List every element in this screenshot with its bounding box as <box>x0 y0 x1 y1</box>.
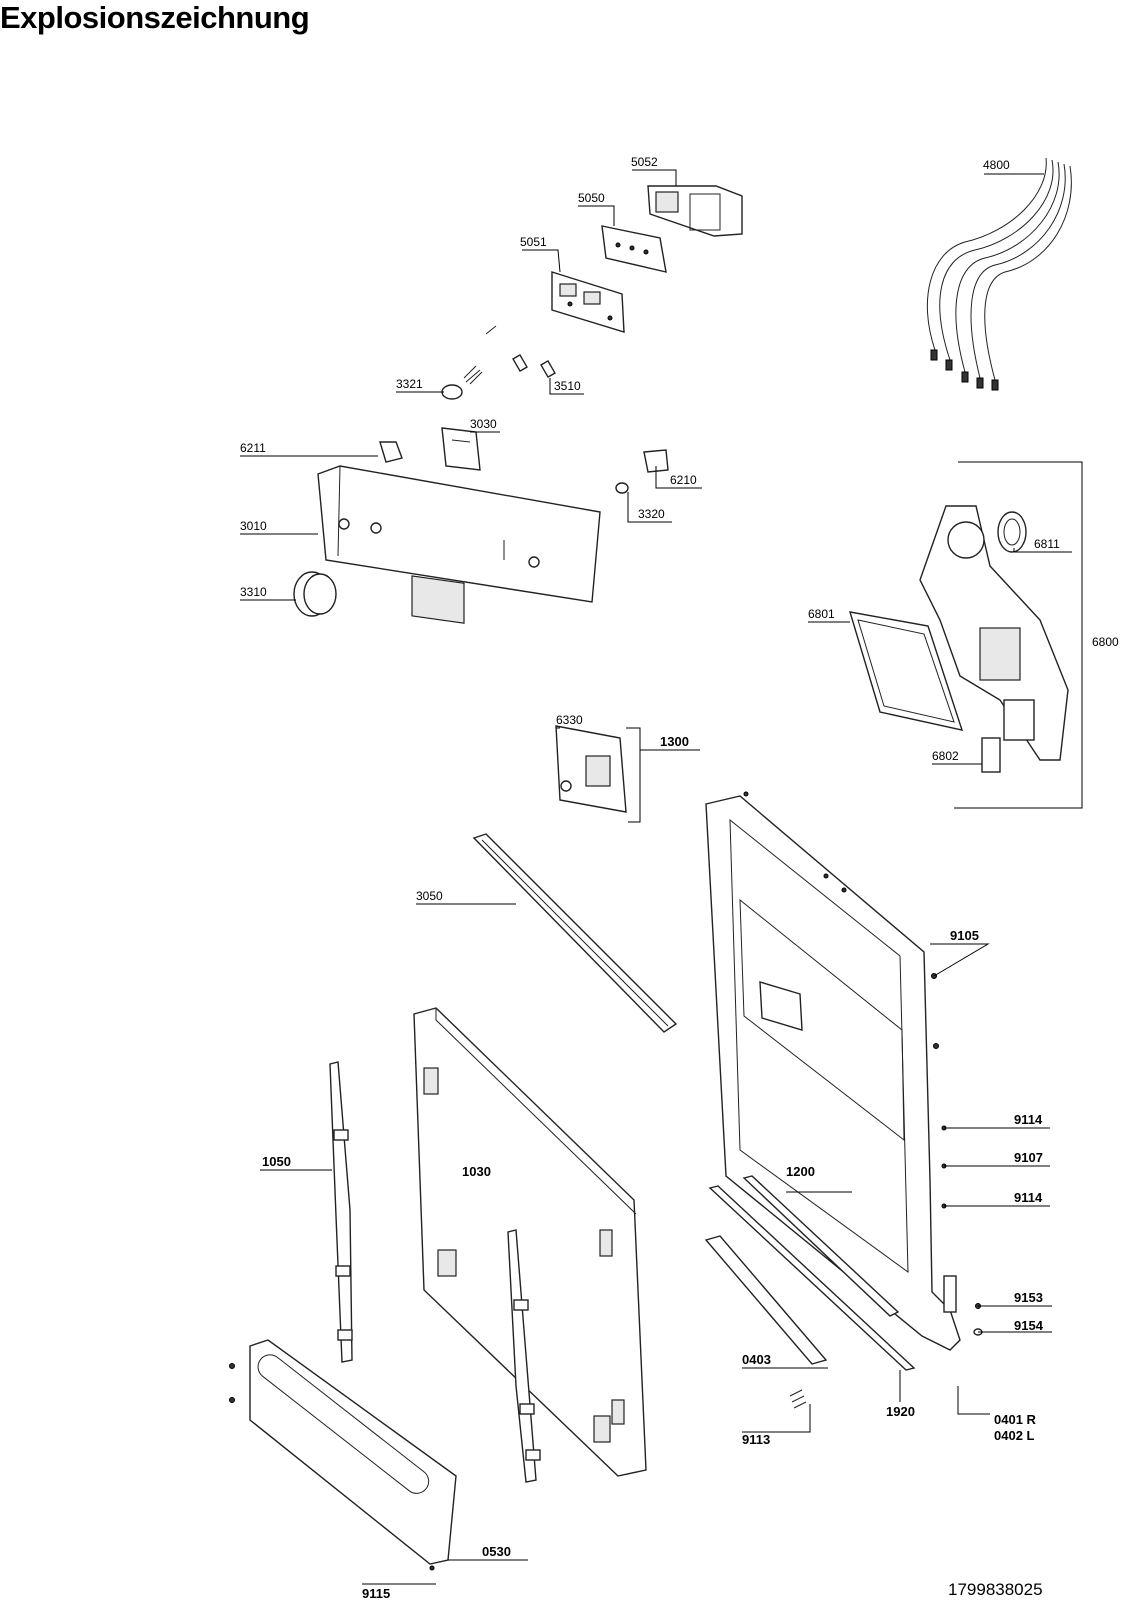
part-dispenser-actuator <box>981 737 1001 773</box>
callout-0403: 0403 <box>742 1352 771 1367</box>
leader-lines <box>240 169 1072 1585</box>
callout-6800: 6800 <box>1092 635 1119 649</box>
callout-3320: 3320 <box>638 507 665 521</box>
part-button-pins <box>512 353 556 379</box>
part-hinge-bar-right <box>507 1229 541 1483</box>
callout-5051: 5051 <box>520 235 547 249</box>
callout-9154: 9154 <box>1014 1318 1044 1333</box>
callout-0530: 0530 <box>482 1544 511 1559</box>
part-electronics-housing <box>647 185 743 237</box>
callout-6211: 6211 <box>240 441 266 455</box>
callout-3010: 3010 <box>240 519 267 533</box>
callout-6210: 6210 <box>670 473 697 487</box>
callout-4800: 4800 <box>983 158 1010 172</box>
part-switch-right <box>643 449 669 473</box>
callout-6811: 6811 <box>1034 537 1060 551</box>
screw-set-handle <box>229 1363 807 1571</box>
callout-0402-l: 0402 L <box>994 1428 1035 1443</box>
part-switch-left <box>379 441 403 463</box>
part-control-board-front <box>601 225 667 273</box>
part-regeneration-module <box>555 725 627 813</box>
callout-9105: 9105 <box>950 928 979 943</box>
part-door-handle <box>249 1339 457 1565</box>
callout-3510: 3510 <box>554 379 581 393</box>
callout-3050: 3050 <box>416 889 443 903</box>
callout-9107: 9107 <box>1014 1150 1043 1165</box>
part-door-strip-seal <box>708 1175 916 1371</box>
callout-1050: 1050 <box>262 1154 291 1169</box>
part-dispenser-body <box>919 505 1069 761</box>
callout-9115: 9115 <box>362 1586 390 1601</box>
part-door-rail <box>472 833 678 1033</box>
part-wire-harness <box>926 157 1072 391</box>
callout-5050: 5050 <box>578 191 605 205</box>
callout-9114-lower: 9114 <box>1014 1190 1043 1205</box>
callout-6330: 6330 <box>556 713 583 727</box>
callout-3321: 3321 <box>396 377 423 391</box>
part-lower-strip <box>704 1235 828 1365</box>
callout-0401-r: 0401 R <box>994 1412 1037 1427</box>
callout-1030: 1030 <box>462 1164 491 1179</box>
callout-3030: 3030 <box>470 417 497 431</box>
part-rotary-knob <box>293 571 337 617</box>
document-number: 1799838025 <box>948 1580 1043 1599</box>
part-control-panel <box>317 465 601 624</box>
diagram-title: Explosionszeichnung <box>0 0 310 35</box>
callout-9153: 9153 <box>1014 1290 1043 1305</box>
part-knob-small <box>615 482 629 494</box>
callout-1300: 1300 <box>660 734 689 749</box>
part-outer-door-panel <box>413 1007 647 1477</box>
part-hinge-bar-left <box>329 1061 353 1363</box>
part-control-board <box>551 271 625 333</box>
callout-1200: 1200 <box>786 1164 815 1179</box>
part-inner-door <box>705 795 961 1351</box>
callout-9114-upper: 9114 <box>1014 1112 1043 1127</box>
part-display-module <box>441 427 481 471</box>
callout-5052: 5052 <box>631 155 658 169</box>
callout-6801: 6801 <box>808 607 835 621</box>
callout-1920: 1920 <box>886 1404 915 1419</box>
part-dispenser-gasket-ring <box>997 511 1027 553</box>
part-dispenser-seal <box>849 611 964 731</box>
callout-labels: 4800 5052 5050 5051 3321 3510 3030 6211 … <box>240 155 1119 1601</box>
callout-3310: 3310 <box>240 585 267 599</box>
callout-6802: 6802 <box>932 749 959 763</box>
part-button-spring <box>441 325 497 400</box>
callout-9113: 9113 <box>742 1432 770 1447</box>
